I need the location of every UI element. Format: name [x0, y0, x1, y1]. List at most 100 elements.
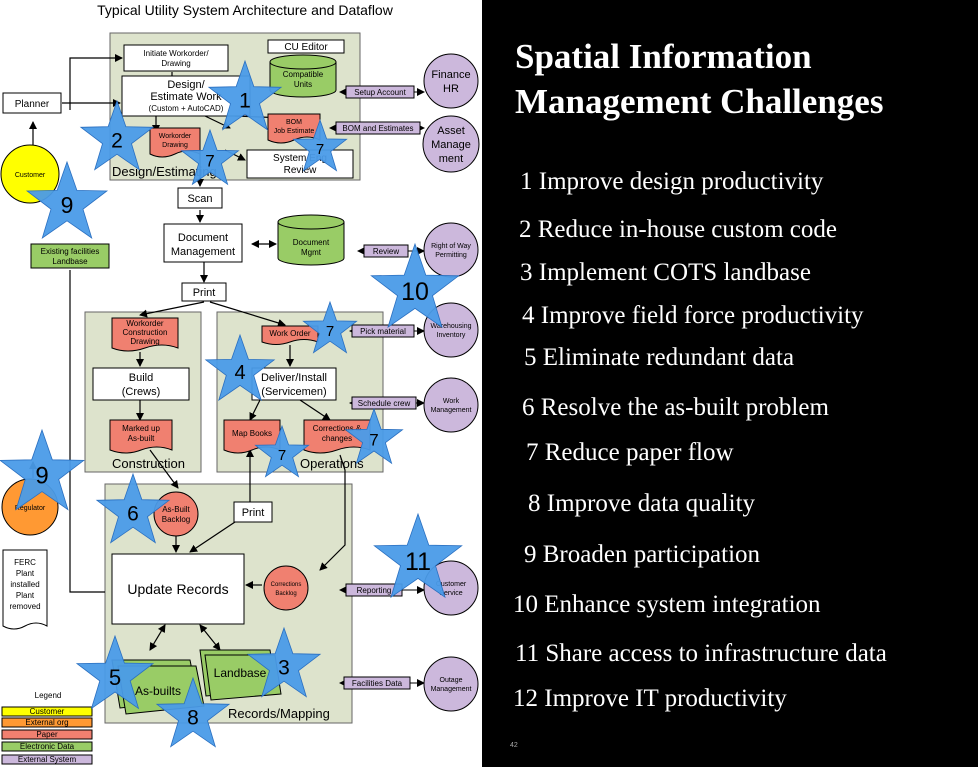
legend-item-external-system: External System: [1, 754, 93, 765]
build-line2: (Crews): [122, 386, 161, 398]
corrections-line2: changes: [322, 434, 352, 443]
panel-title: Spatial Information Management Challenge…: [515, 34, 883, 124]
challenge-item-11: 11 Share access to infrastructure data: [515, 640, 887, 667]
star-shape: [246, 626, 322, 698]
box-planner: Planner: [2, 92, 62, 114]
connector-facilities-data: Facilities Data: [339, 676, 425, 690]
marked-line2: As-built: [128, 434, 155, 443]
asbuilt-backlog-line2: Backlog: [162, 515, 190, 524]
asset-line2: Manage: [431, 139, 471, 151]
corrections-backlog-line1: Corrections: [271, 582, 302, 588]
star-shape: [79, 99, 155, 171]
challenge-star-7: 7: [344, 407, 404, 465]
connector-setup-account-label: Setup Account: [354, 88, 406, 97]
compatible-line1: Compatible: [283, 70, 324, 79]
connector-review-label: Review: [373, 247, 399, 256]
connectors: Setup Account BOM and Estimates Review P…: [329, 85, 425, 690]
external-system-outage: Outage Management: [423, 656, 479, 712]
design-line2: Estimate Work: [150, 91, 222, 103]
landbase-label: Landbase: [214, 666, 267, 680]
wo-cons-line3: Drawing: [130, 337, 159, 346]
connector-review: Review: [357, 244, 425, 258]
legend-item-paper: Paper: [1, 729, 93, 740]
star-number: 3: [278, 656, 290, 679]
legend-item-electronic-data: Electronic Data: [1, 741, 93, 752]
star-shape: [344, 407, 404, 465]
connector-bom-estimates-label: BOM and Estimates: [342, 124, 413, 133]
connector-bom-estimates: BOM and Estimates: [329, 121, 425, 135]
legend-label-external-org: External org: [25, 718, 68, 727]
ferc-document: FERC Plant installed Plant removed: [2, 549, 48, 630]
challenge-item-6: 6 Resolve the as-built problem: [522, 394, 829, 421]
challenge-star-2: 2: [79, 99, 155, 171]
scan-label: Scan: [187, 193, 212, 205]
legend: Legend Customer External org Paper Elect…: [1, 691, 93, 765]
print-2-label: Print: [242, 507, 265, 519]
challenge-item-1: 1 Improve design productivity: [520, 168, 824, 195]
legend-label-customer: Customer: [30, 707, 65, 716]
star-number: 9: [61, 192, 74, 218]
warehousing-line1: Warehousing: [431, 323, 472, 330]
connector-reporting: Reporting: [339, 583, 425, 597]
box-scan: Scan: [177, 187, 223, 209]
connector-reporting-label: Reporting: [357, 586, 392, 595]
challenge-star-3: 3: [246, 626, 322, 698]
backlog-asbuilt: As-Built Backlog: [153, 491, 199, 537]
ferc-line3: installed: [10, 580, 39, 589]
external-system-finance: Finance HR: [423, 53, 479, 109]
star-shape: [0, 428, 85, 511]
doc-mgmt-line1: Document: [178, 232, 228, 244]
design-line1: Design/: [167, 79, 205, 91]
star-number: 7: [326, 323, 334, 340]
deliver-line2: (Servicemen): [261, 386, 326, 398]
box-print-1: Print: [181, 282, 227, 302]
wo-draw-line1: Workorder: [159, 133, 192, 140]
asbuilt-backlog-line1: As-Built: [162, 505, 190, 514]
box-cu-editor: CU Editor: [267, 39, 345, 54]
challenge-item-10: 10 Enhance system integration: [513, 591, 821, 618]
box-system-review: System Eng Review: [246, 149, 354, 179]
star-shape: [180, 128, 240, 186]
star-number: 8: [187, 706, 199, 729]
panel-title-line2: Management Challenges: [515, 82, 884, 121]
sys-review-line1: System Eng: [273, 153, 327, 164]
star-shape: [25, 160, 109, 239]
star-number: 7: [205, 152, 214, 171]
box-initiate-workorder: Initiate Workorder/ Drawing: [123, 44, 229, 72]
star-number: 9: [35, 463, 48, 490]
work-order-label: Work Order: [269, 329, 311, 338]
star-number: 11: [405, 548, 431, 576]
challenge-item-9: 9 Broaden participation: [524, 541, 761, 568]
panel-title-line1: Spatial Information: [515, 37, 812, 76]
star-shape: [254, 424, 310, 478]
challenge-star-9: 9: [0, 428, 85, 511]
regulator-label: Regulator: [15, 505, 46, 512]
paper-work-order: Work Order: [261, 325, 319, 345]
box-document-management: Document Management: [163, 223, 243, 263]
connector-pick-material: Pick material: [349, 324, 425, 338]
corrections-backlog-line2: Backlog: [275, 591, 296, 597]
challenge-star-5: 5: [75, 634, 155, 710]
existing-facilities-landbase: Existing facilities Landbase: [30, 243, 110, 269]
outage-line2: Management: [431, 686, 472, 693]
star-number: 7: [369, 431, 378, 450]
connector-setup-account: Setup Account: [339, 85, 425, 99]
diagram-canvas: Typical Utility System Architecture and …: [0, 2, 480, 765]
legend-label-electronic-data: Electronic Data: [20, 742, 75, 751]
box-deliver-install: Deliver/Install (Servicemen): [251, 367, 337, 401]
corrections-line1: Corrections &: [313, 424, 362, 433]
marked-line1: Marked up: [122, 424, 160, 433]
finance-line1: Finance: [431, 69, 470, 81]
challenge-item-8: 8 Improve data quality: [528, 490, 756, 517]
challenge-star-1: 1: [207, 59, 283, 131]
challenge-star-8: 8: [155, 676, 231, 748]
asset-line3: ment: [439, 153, 463, 165]
initiate-line2: Drawing: [161, 59, 190, 68]
finance-line2: HR: [443, 83, 459, 95]
challenge-star-4: 4: [204, 333, 276, 402]
row-line2: Permitting: [435, 252, 467, 259]
build-line1: Build: [129, 372, 153, 384]
star-number: 5: [109, 665, 121, 690]
compatible-line2: Units: [294, 80, 312, 89]
